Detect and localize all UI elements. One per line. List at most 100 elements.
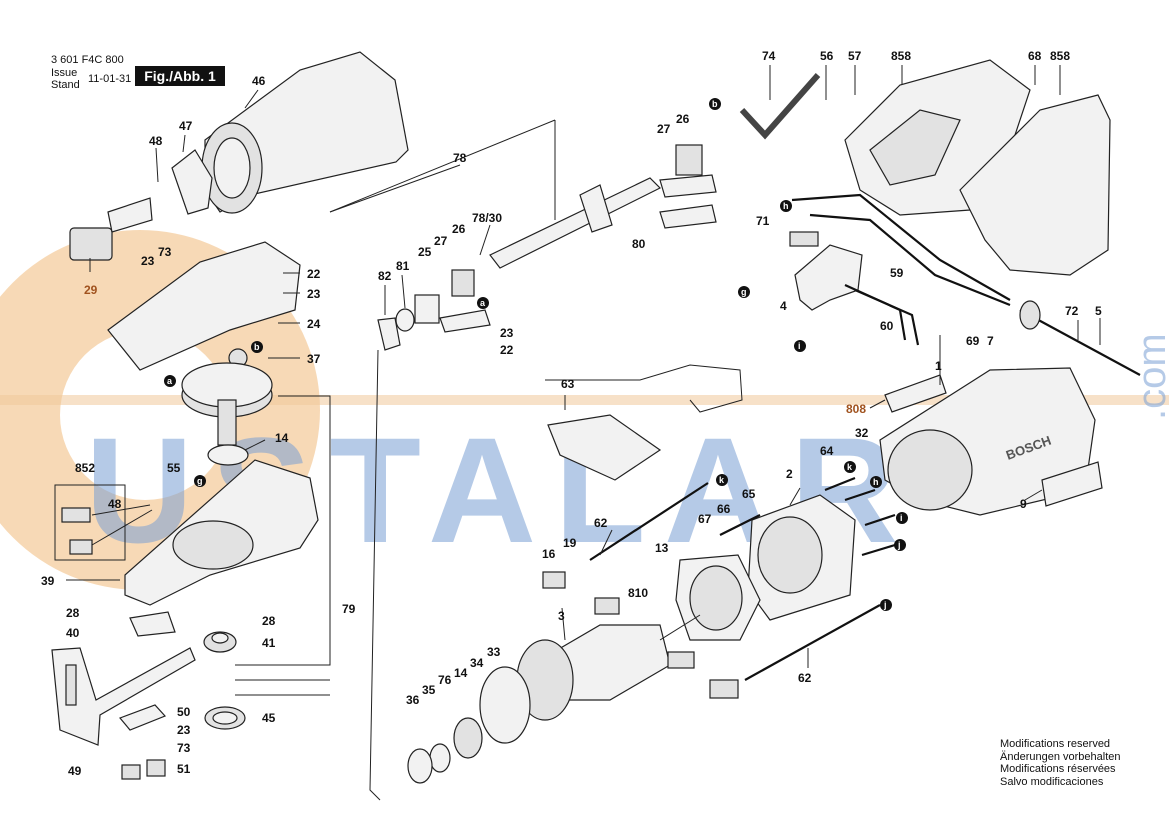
svg-text:a: a xyxy=(167,376,173,386)
connector-j-mid: j xyxy=(894,539,906,551)
svg-text:k: k xyxy=(847,462,853,472)
connector-a-top: a xyxy=(477,297,489,309)
label-19: 19 xyxy=(563,536,577,550)
note-de: Änderungen vorbehalten xyxy=(1000,750,1121,763)
issue-date: 11-01-31 xyxy=(88,73,132,85)
label-80: 80 xyxy=(632,237,646,251)
svg-text:i: i xyxy=(798,341,801,351)
part-50-plate xyxy=(118,704,167,731)
label-810: 810 xyxy=(628,586,648,600)
label-1: 1 xyxy=(935,359,942,373)
stand-label: Stand xyxy=(51,79,80,91)
label-39: 39 xyxy=(41,574,55,588)
label-7: 7 xyxy=(987,334,994,348)
label-25: 25 xyxy=(418,245,432,259)
label-29: 29 xyxy=(84,283,98,297)
figure-label: Fig./Abb. 1 xyxy=(135,66,225,86)
label-858a: 858 xyxy=(891,49,911,63)
label-78: 78 xyxy=(453,151,467,165)
label-40: 40 xyxy=(66,626,80,640)
svg-text:a: a xyxy=(480,298,486,308)
label-14b: 14 xyxy=(454,666,468,680)
label-62a: 62 xyxy=(594,516,608,530)
part-45-ring xyxy=(204,706,246,730)
label-2: 2 xyxy=(786,467,793,481)
svg-text:j: j xyxy=(883,600,887,610)
part-4-switch xyxy=(789,231,863,311)
label-16: 16 xyxy=(542,547,556,561)
label-76: 76 xyxy=(438,673,452,687)
part-51-nut xyxy=(121,759,166,780)
label-49: 49 xyxy=(68,764,82,778)
leader-lines xyxy=(66,65,1101,801)
part-33-34-fan-bearing xyxy=(407,666,531,784)
svg-text:g: g xyxy=(741,287,747,297)
label-48b: 48 xyxy=(108,497,122,511)
label-72: 72 xyxy=(1065,304,1079,318)
connector-i-right: i xyxy=(794,340,806,352)
note-fr: Modifications réservées xyxy=(1000,763,1116,775)
svg-text:b: b xyxy=(254,342,260,352)
label-26b: 26 xyxy=(676,112,690,126)
svg-text:i: i xyxy=(900,513,903,523)
label-50: 50 xyxy=(177,705,191,719)
label-66: 66 xyxy=(717,502,731,516)
note-en: Modifications reserved xyxy=(1000,738,1111,750)
label-47: 47 xyxy=(179,119,193,133)
label-59: 59 xyxy=(890,266,904,280)
label-24: 24 xyxy=(307,317,321,331)
label-9: 9 xyxy=(1020,497,1027,511)
label-23c: 23 xyxy=(307,287,321,301)
connector-k-mid: k xyxy=(716,474,728,486)
label-22a: 22 xyxy=(307,267,321,281)
connector-b-left: b xyxy=(251,341,263,353)
label-69: 69 xyxy=(966,334,980,348)
label-808: 808 xyxy=(846,402,866,416)
label-858b: 858 xyxy=(1050,49,1070,63)
part-25-26-27-guide-parts xyxy=(414,144,717,333)
svg-text:h: h xyxy=(873,477,879,487)
label-34: 34 xyxy=(470,656,484,670)
part-62-wires xyxy=(589,482,881,681)
label-56: 56 xyxy=(820,49,834,63)
connector-g-right: g xyxy=(738,286,750,298)
switch-wires xyxy=(791,193,1011,346)
label-74: 74 xyxy=(762,49,776,63)
svg-text:b: b xyxy=(712,99,718,109)
label-48a: 48 xyxy=(149,134,163,148)
label-852: 852 xyxy=(75,461,95,475)
label-35: 35 xyxy=(422,683,436,697)
label-13: 13 xyxy=(655,541,669,555)
label-45: 45 xyxy=(262,711,276,725)
label-23d: 23 xyxy=(177,723,191,737)
label-63: 63 xyxy=(561,377,575,391)
label-67: 67 xyxy=(698,512,712,526)
connector-h-right: h xyxy=(780,200,792,212)
modifications-note: Modifications reserved Änderungen vorbeh… xyxy=(1000,738,1120,788)
part-47-plate xyxy=(171,149,213,215)
part-63-blade-clamp xyxy=(545,364,743,481)
label-36: 36 xyxy=(406,693,420,707)
connector-i-mid: i xyxy=(896,512,908,524)
connector-j-low: j xyxy=(880,599,892,611)
label-46: 46 xyxy=(252,74,266,88)
label-3: 3 xyxy=(558,609,565,623)
label-28b: 28 xyxy=(262,614,276,628)
connector-g-left: g xyxy=(194,475,206,487)
part-82-81-seal xyxy=(377,308,415,351)
connector-markers: a b a b g g h i k k h i j j xyxy=(164,98,908,611)
part-1-motor-housing xyxy=(879,367,1103,516)
part-46-front-cover xyxy=(201,51,409,214)
part-74-hex-key xyxy=(739,73,821,140)
note-es: Salvo modificaciones xyxy=(1000,775,1104,788)
label-62b: 62 xyxy=(798,671,812,685)
part-852-switch-bracket xyxy=(54,484,153,561)
svg-text:g: g xyxy=(197,476,203,486)
label-82: 82 xyxy=(378,269,392,283)
watermark-band xyxy=(0,395,1169,405)
label-32: 32 xyxy=(855,426,869,440)
label-60: 60 xyxy=(880,319,894,333)
label-79: 79 xyxy=(342,602,356,616)
label-73b: 73 xyxy=(177,741,191,755)
part-39-gear-housing xyxy=(124,459,319,606)
